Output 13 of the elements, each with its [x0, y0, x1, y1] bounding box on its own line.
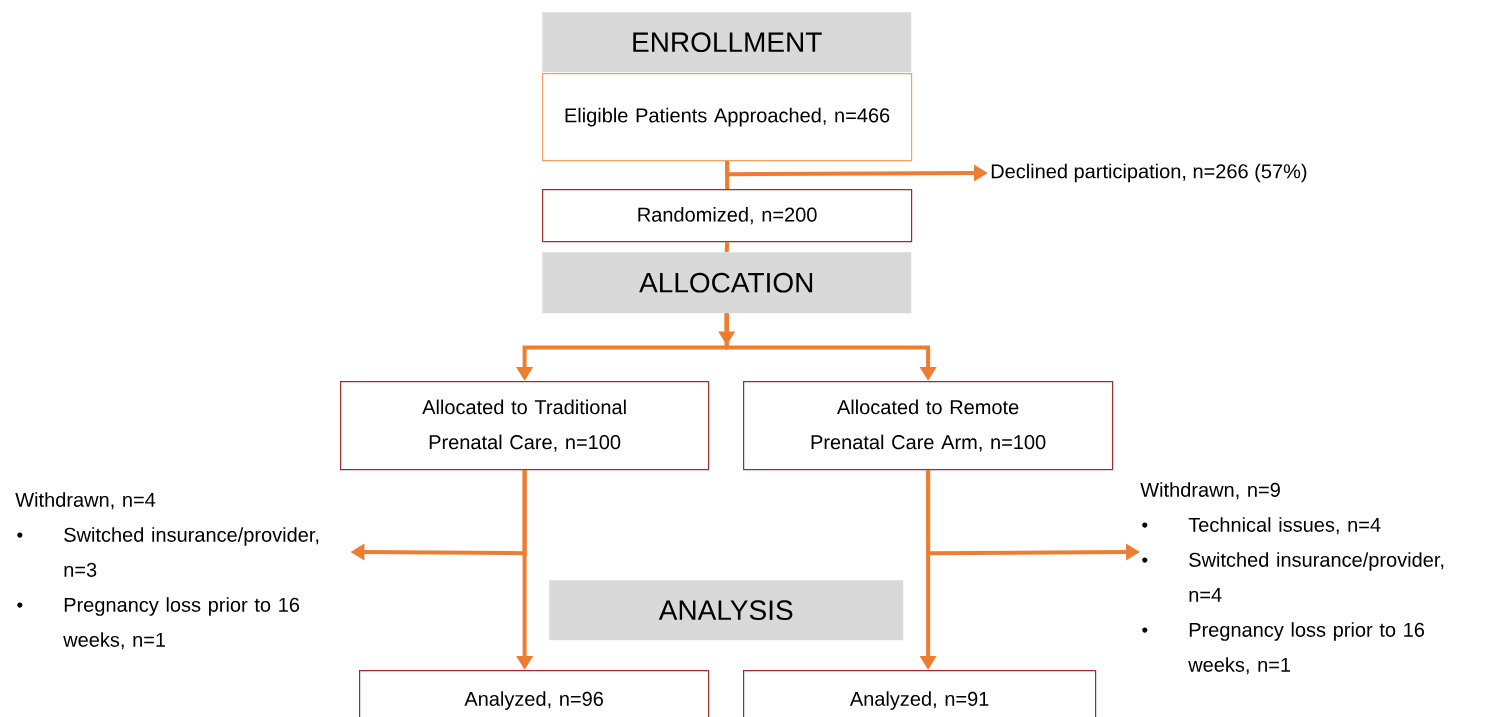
note-text: Declined participation, n=266 (57%): [991, 163, 1307, 183]
process-box: Analyzed, n=96: [359, 670, 710, 717]
process-box: Eligible Patients Approached, n=466: [542, 73, 913, 162]
section-header-band: ALLOCATION: [542, 252, 912, 314]
withdrawal-note: Withdrawn, n=4 Switched insurance/provider, n=3 Pregnancy loss prior to 16 weeks, n=1: [15, 492, 319, 650]
process-box: Analyzed, n=91: [743, 670, 1097, 717]
section-header-band: ANALYSIS: [549, 580, 904, 641]
withdrawal-note: Withdrawn, n=9 Technical issues, n=4 Switched insurance/provider, n=4 Pregnancy loss prior to 16 weeks, n=1: [1140, 482, 1444, 675]
process-box: Allocated to Traditional Prenatal Care, n=100: [340, 381, 710, 471]
connector-line: [724, 242, 730, 253]
process-box: Randomized, n=200: [542, 189, 913, 243]
process-box: Allocated to Remote Prenatal Care Arm, n=100: [743, 381, 1114, 471]
section-header-band: ENROLLMENT: [542, 12, 912, 73]
